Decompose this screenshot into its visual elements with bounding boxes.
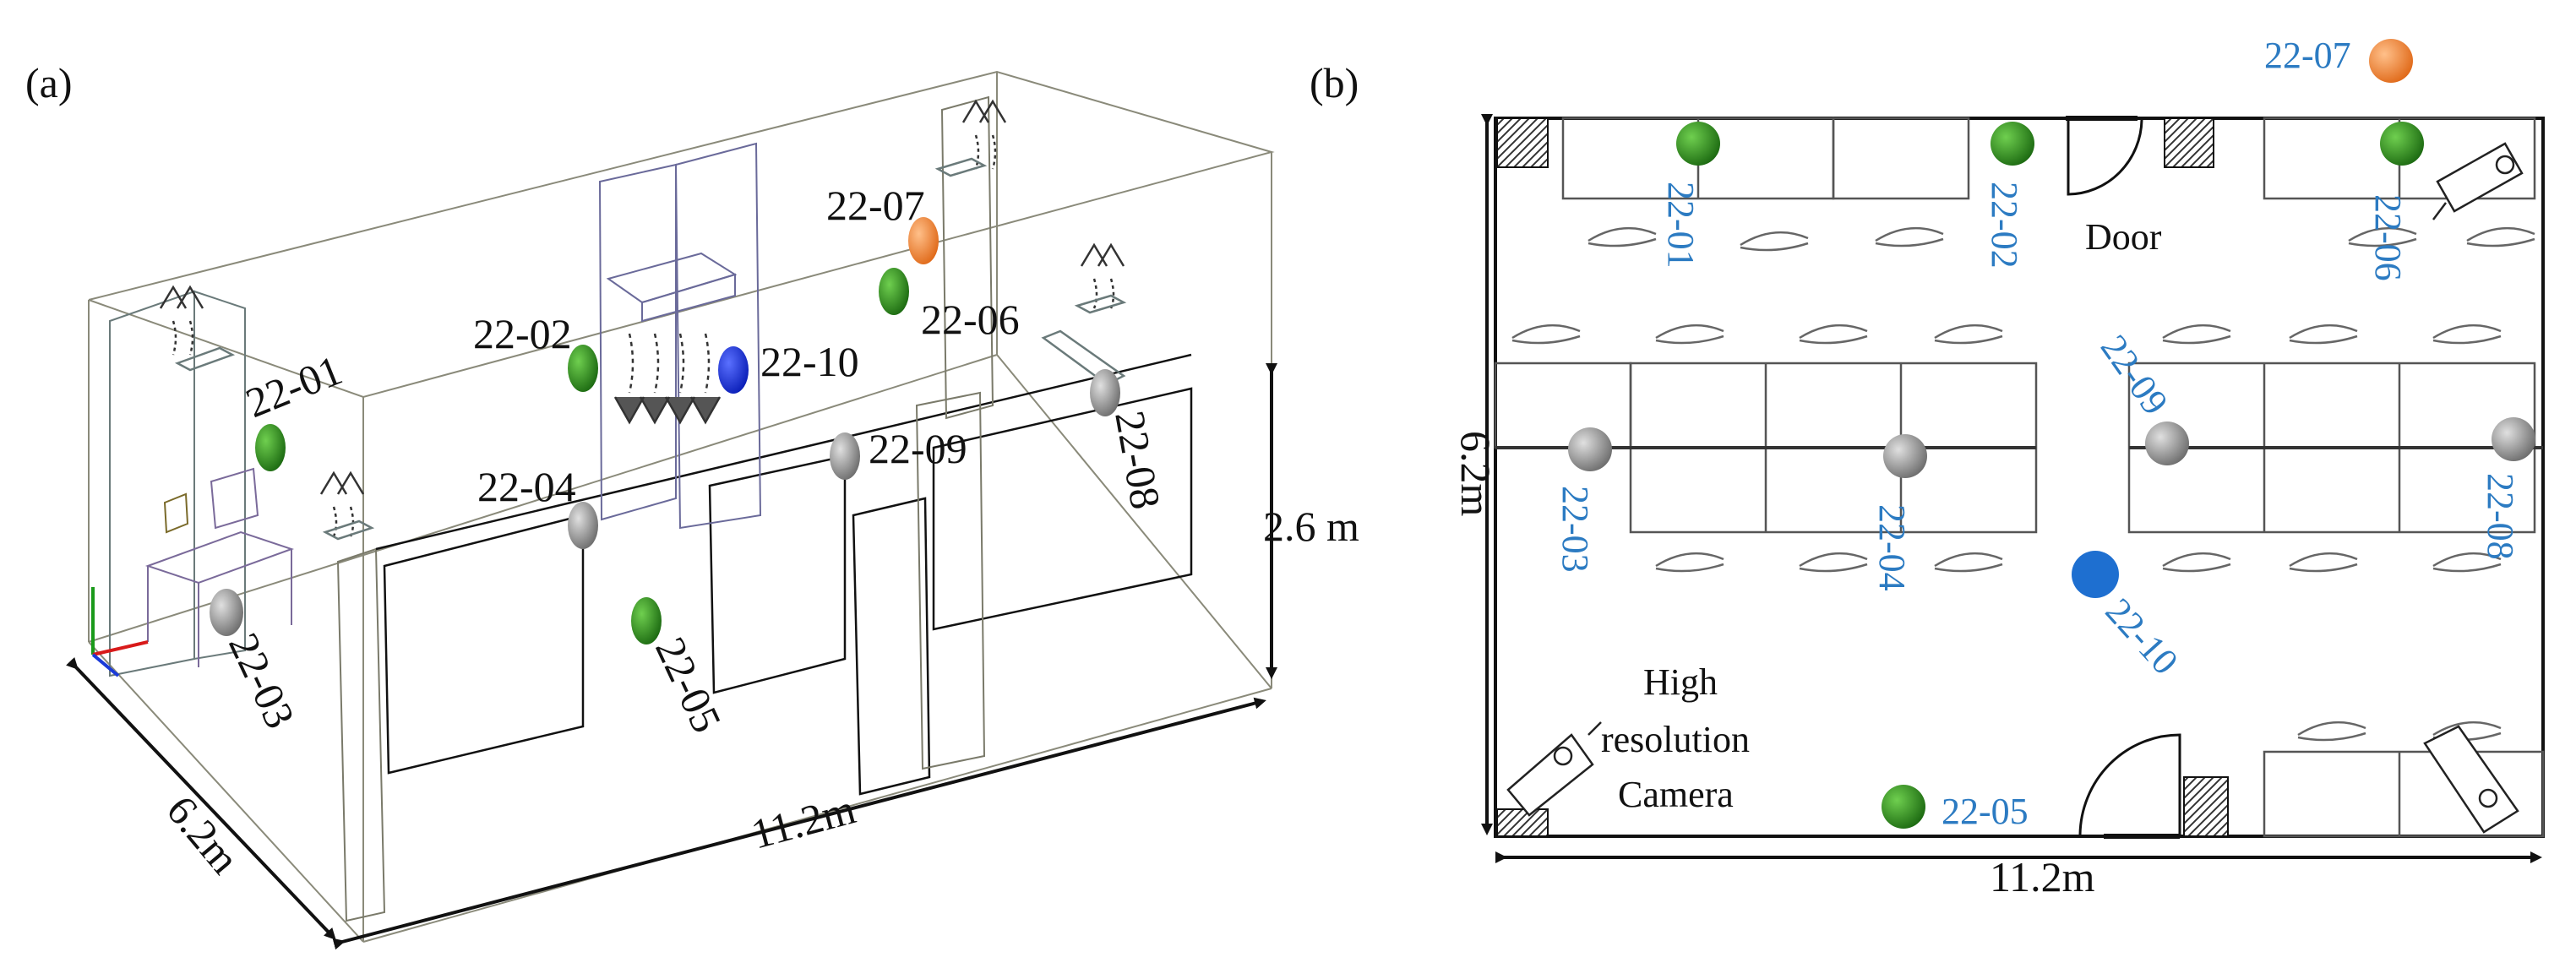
sensor-plan-22-04 <box>1883 434 1927 478</box>
sensor-plan-label-22-02: 22-02 <box>1984 182 2025 269</box>
sensor-3d-label-22-08: 22-08 <box>1106 407 1169 513</box>
plan-column-4 <box>1496 808 1549 837</box>
sensor-plan-22-01 <box>1676 122 1720 166</box>
plan-door-label: Door <box>2085 216 2162 258</box>
panel-a-label: (a) <box>25 59 73 106</box>
sensor-3d-label-22-07: 22-07 <box>826 182 925 229</box>
sensor-plan-label-22-04: 22-04 <box>1871 504 1913 591</box>
sensor-3d-label-22-10: 22-10 <box>760 338 859 385</box>
sensor-plan-label-22-01: 22-01 <box>1660 182 1702 269</box>
supply-arrows <box>613 333 722 425</box>
sensor-plan-22-08 <box>2492 417 2535 461</box>
plan-room-outline <box>1494 117 2545 838</box>
sensor-3d-22-06 <box>879 268 909 315</box>
dim-height-3d: 2.6 m <box>1263 503 1359 550</box>
sensor-3d-22-08 <box>1090 369 1120 416</box>
sensor-3d-22-04 <box>568 502 598 549</box>
sensor-plan-22-10 <box>2072 551 2119 598</box>
sensor-plan-label-22-08: 22-08 <box>2480 473 2521 560</box>
plan-desks-right <box>2127 362 2543 534</box>
exhaust-2 <box>319 470 375 541</box>
dim-width-plan: 6.2m <box>1452 431 1500 517</box>
sensor-3d-22-10 <box>718 346 749 394</box>
sensor-3d-22-02 <box>568 345 598 392</box>
sensor-plan-22-07 <box>2369 39 2413 83</box>
sensor-3d-label-22-02: 22-02 <box>473 310 572 357</box>
plan-camera-label-line1: High <box>1643 661 1718 703</box>
plan-column-2 <box>2164 117 2214 168</box>
sensor-3d-label-22-04: 22-04 <box>477 463 576 510</box>
sensor-plan-label-22-07: 22-07 <box>2264 35 2351 76</box>
plan-camera-bottom-left <box>1506 721 1602 817</box>
sensor-3d-label-22-05: 22-05 <box>646 630 731 739</box>
plan-camera-bottom-right <box>2423 725 2519 834</box>
sensor-3d-22-07 <box>908 217 939 264</box>
sensor-3d-label-22-03: 22-03 <box>220 626 304 735</box>
sensor-plan-label-22-06: 22-06 <box>2367 194 2409 281</box>
dim-length-plan: 11.2m <box>1990 853 2095 900</box>
front-wall-openings <box>375 353 1193 796</box>
sensor-3d-label-22-06: 22-06 <box>921 296 1020 343</box>
plan-door-top <box>2066 116 2143 196</box>
sensor-plan-22-05 <box>1882 785 1925 829</box>
plan-column-3 <box>2183 776 2229 837</box>
desk-left <box>144 467 295 667</box>
panel-a-3d-room: (a) <box>25 59 1359 950</box>
panel-b-floor-plan: (b) Door <box>1310 35 2545 900</box>
sensor-plan-22-02 <box>1991 122 2034 166</box>
sensor-plan-label-22-05: 22-05 <box>1942 791 2029 832</box>
sensor-plan-label-22-03: 22-03 <box>1555 486 1596 573</box>
sensor-plan-label-22-10: 22-10 <box>2098 590 2187 683</box>
sensor-plan-22-09 <box>2145 422 2189 465</box>
dim-length-3d: 11.2m <box>746 785 860 857</box>
sensors-plan: 22-01 22-02 22-03 22-04 22-05 22-06 22-0… <box>1555 35 2535 832</box>
sensor-3d-22-09 <box>830 432 860 480</box>
plan-chairs <box>1511 226 2535 742</box>
left-exhaust <box>159 285 236 372</box>
sensor-3d-22-03 <box>210 589 243 636</box>
sensor-3d-22-05 <box>631 597 662 645</box>
dimension-arrows-3d <box>66 363 1277 950</box>
right-exhausts <box>934 95 1127 420</box>
panel-b-label: (b) <box>1310 59 1359 106</box>
dimension-arrows-plan <box>1481 114 2542 863</box>
sensor-plan-22-06 <box>2380 122 2424 166</box>
sensors-3d: 22-01 22-02 22-03 22-04 22-05 22-06 22-0… <box>210 182 1170 739</box>
plan-camera-top-right <box>2432 142 2524 220</box>
plan-column-1 <box>1496 117 1549 168</box>
plan-camera-label-line3: Camera <box>1618 774 1734 815</box>
plan-door-bottom <box>2078 733 2181 839</box>
front-column <box>336 547 386 922</box>
sensor-3d-22-01 <box>255 424 286 471</box>
plan-camera-label-line2: resolution <box>1601 719 1750 760</box>
plan-bottom-desks <box>2263 750 2545 838</box>
sensor-3d-label-22-09: 22-09 <box>869 425 967 472</box>
sensor-plan-22-03 <box>1568 427 1612 471</box>
